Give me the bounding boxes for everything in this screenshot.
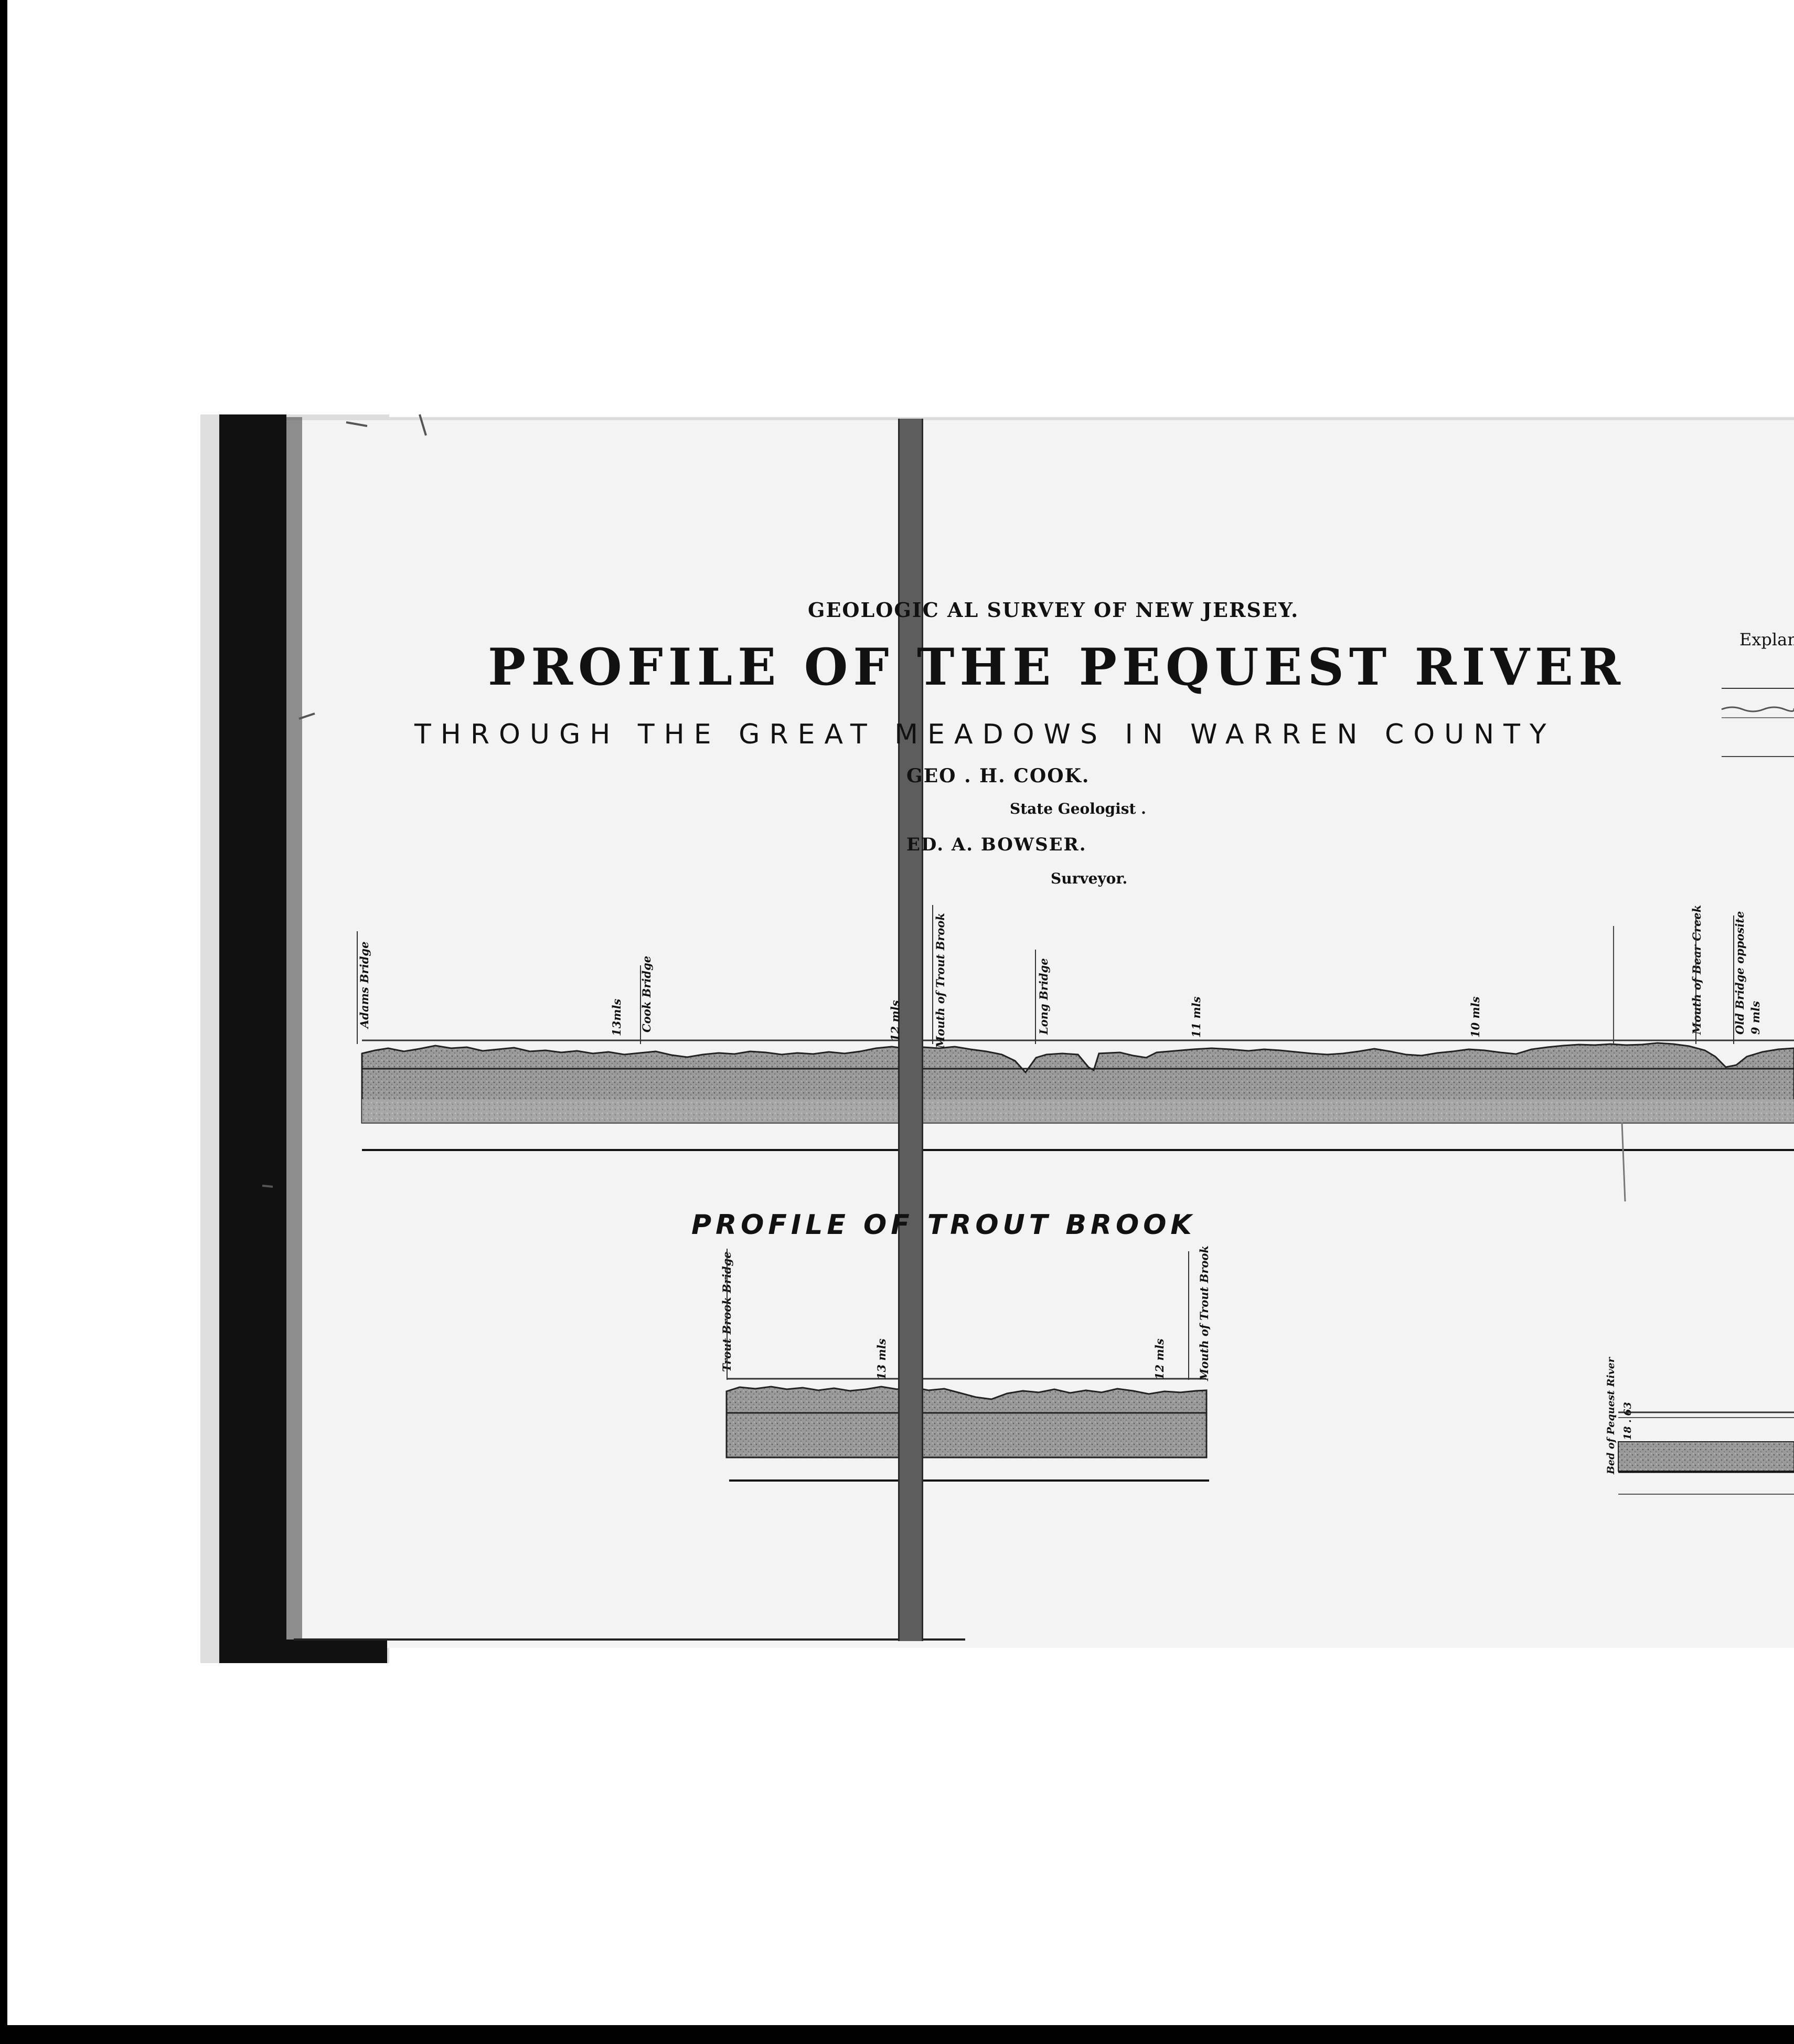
station-tick — [357, 931, 358, 1044]
trout-station-tick — [727, 1249, 728, 1380]
legend-samples — [1721, 688, 1794, 757]
binding-tab — [231, 1640, 387, 1663]
repair-tape-strip — [898, 419, 923, 1641]
surveyor-name: ED. A. BOWSER. — [906, 834, 1087, 855]
pequest-lower-band — [362, 1099, 1794, 1123]
station-label: Long Bridge — [1037, 958, 1050, 1035]
station-tick — [1035, 950, 1036, 1044]
inset-profile — [1618, 1411, 1794, 1495]
station-label: Cook Bridge — [640, 955, 653, 1032]
surveyor-role: Surveyor. — [1051, 870, 1128, 887]
geologist-role: State Geologist . — [1010, 800, 1146, 817]
station-tick — [640, 965, 641, 1044]
subtitle: THROUGH THE GREAT MEADOWS IN WARREN COUN… — [414, 719, 1556, 750]
station-tick — [932, 905, 933, 1044]
station-label: 13mls — [610, 998, 623, 1036]
trout-station-tick — [1188, 1251, 1189, 1380]
station-label: 12 mls — [889, 1000, 902, 1041]
station-label: Mouth of Trout Brook — [934, 913, 947, 1048]
sheet-bottom-line — [294, 1638, 965, 1641]
station-label: Mouth of Bear Creek — [1690, 904, 1703, 1035]
station-label: 9 mls — [1749, 1001, 1762, 1035]
inset-label: 18 . 63 — [1622, 1402, 1633, 1440]
trout-profile — [725, 1378, 1209, 1482]
station-tick — [1733, 915, 1734, 1044]
trout-station-label: 13 mls — [875, 1338, 888, 1380]
station-label: 11 mls — [1190, 996, 1203, 1038]
station-tick — [1695, 915, 1696, 1044]
survey-title: GEOLOGIC AL SURVEY OF NEW JERSEY. — [808, 598, 1299, 622]
station-label: 10 mls — [1469, 996, 1482, 1038]
trout-profile-title: PROFILE OF TROUT BROOK — [691, 1209, 1196, 1241]
inset-surface — [1618, 1441, 1794, 1472]
station-label: Adams Bridge — [358, 941, 371, 1028]
station-label: Old Bridge opposite — [1733, 911, 1746, 1035]
scan-left-edge — [0, 0, 7, 2044]
scan-bottom-edge — [0, 2025, 1794, 2044]
pequest-profile — [361, 926, 1794, 1202]
trout-surface — [725, 1386, 1208, 1459]
geologist-name: GEO . H. COOK. — [906, 765, 1090, 787]
trout-station-label: 12 mls — [1153, 1338, 1166, 1380]
binding-strip — [219, 414, 286, 1663]
explanation-heading: Explan — [1739, 630, 1794, 650]
trout-station-label: Mouth of Trout Brook — [1198, 1245, 1211, 1381]
inset-label: Bed of Pequest River — [1605, 1357, 1617, 1474]
binding-shadow — [286, 417, 302, 1645]
main-title: PROFILE OF THE PEQUEST RIVER — [488, 637, 1626, 697]
section-mark — [1621, 1122, 1626, 1202]
sheet-marks — [262, 414, 427, 1188]
